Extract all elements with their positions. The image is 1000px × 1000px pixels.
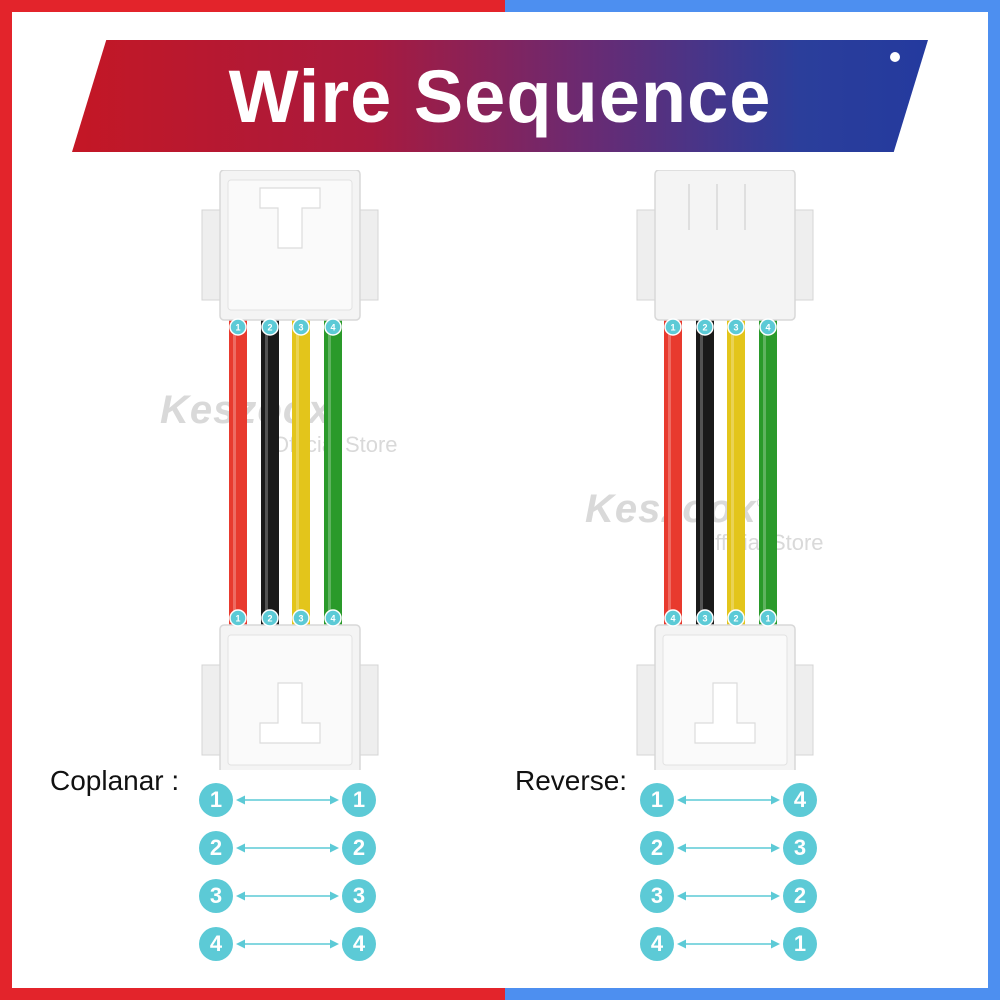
- mapping-to-badge: 4: [342, 927, 376, 961]
- top-pin-badge-4: 4: [759, 318, 777, 336]
- mapping-from-badge: 1: [199, 783, 233, 817]
- connector-top: [636, 170, 814, 321]
- mapping-to-badge: 2: [783, 879, 817, 913]
- bottom-pin-badge-4: 4: [324, 609, 342, 627]
- bottom-pin-badge-1: 1: [229, 609, 247, 627]
- double-arrow-icon: [677, 843, 780, 853]
- top-pin-badge-1: 1: [229, 318, 247, 336]
- double-arrow-icon: [236, 795, 339, 805]
- bottom-pin-badge-4: 1: [759, 609, 777, 627]
- page-title: Wire Sequence: [228, 54, 772, 138]
- svg-text:4: 4: [670, 614, 675, 624]
- wire-3: [292, 310, 310, 630]
- top-pin-badge-1: 1: [664, 318, 682, 336]
- cable-coplanar-illustration: 1 2 3 4 1 2 3 4: [201, 170, 379, 770]
- mapping-from-badge: 2: [199, 831, 233, 865]
- svg-text:2: 2: [702, 323, 707, 333]
- svg-text:3: 3: [298, 614, 303, 624]
- top-pin-badge-3: 3: [292, 318, 310, 336]
- bottom-pin-badge-1: 4: [664, 609, 682, 627]
- mapping-from-badge: 1: [640, 783, 674, 817]
- reverse-label: Reverse:: [515, 765, 628, 796]
- svg-text:1: 1: [670, 323, 675, 333]
- svg-text:4: 4: [765, 323, 770, 333]
- wire-1: [664, 310, 682, 630]
- svg-text:1: 1: [235, 323, 240, 333]
- top-pin-badge-4: 4: [324, 318, 342, 336]
- svg-text:2: 2: [733, 614, 738, 624]
- content-area: [12, 12, 988, 988]
- svg-text:1: 1: [765, 614, 770, 624]
- connector-bottom: [636, 624, 814, 770]
- wire-2: [696, 310, 714, 630]
- double-arrow-icon: [236, 843, 339, 853]
- wire-4: [324, 310, 342, 630]
- top-pin-badge-3: 3: [727, 318, 745, 336]
- wire-3: [727, 310, 745, 630]
- bottom-pin-badge-2: 3: [696, 609, 714, 627]
- connector-top: [201, 170, 379, 321]
- svg-text:3: 3: [298, 323, 303, 333]
- banner-hole-dot: [890, 52, 900, 62]
- svg-text:3: 3: [702, 614, 707, 624]
- mapping-from-badge: 3: [199, 879, 233, 913]
- top-pin-badge-2: 2: [696, 318, 714, 336]
- mapping-to-badge: 1: [342, 783, 376, 817]
- mapping-from-badge: 3: [640, 879, 674, 913]
- wire-4: [759, 310, 777, 630]
- connector-bottom: [201, 624, 379, 770]
- mapping-from-badge: 4: [199, 927, 233, 961]
- coplanar-label: Coplanar :: [50, 765, 180, 796]
- mapping-to-badge: 3: [783, 831, 817, 865]
- mapping-from-badge: 4: [640, 927, 674, 961]
- svg-text:2: 2: [267, 614, 272, 624]
- svg-text:4: 4: [330, 323, 335, 333]
- bottom-pin-badge-3: 3: [292, 609, 310, 627]
- double-arrow-icon: [677, 939, 780, 949]
- cable-reverse-illustration: 1 2 3 4 4 3 2 1: [636, 170, 814, 770]
- bottom-pin-badge-3: 2: [727, 609, 745, 627]
- svg-text:4: 4: [330, 614, 335, 624]
- svg-text:1: 1: [235, 614, 240, 624]
- double-arrow-icon: [677, 795, 780, 805]
- double-arrow-icon: [236, 939, 339, 949]
- mapping-to-badge: 1: [783, 927, 817, 961]
- top-pin-badge-2: 2: [261, 318, 279, 336]
- wire-2: [261, 310, 279, 630]
- mapping-from-badge: 2: [640, 831, 674, 865]
- title-banner: [72, 40, 928, 152]
- svg-text:2: 2: [267, 323, 272, 333]
- mapping-to-badge: 2: [342, 831, 376, 865]
- svg-text:3: 3: [733, 323, 738, 333]
- mapping-to-badge: 4: [783, 783, 817, 817]
- wire-1: [229, 310, 247, 630]
- double-arrow-icon: [236, 891, 339, 901]
- mapping-to-badge: 3: [342, 879, 376, 913]
- bottom-pin-badge-2: 2: [261, 609, 279, 627]
- double-arrow-icon: [677, 891, 780, 901]
